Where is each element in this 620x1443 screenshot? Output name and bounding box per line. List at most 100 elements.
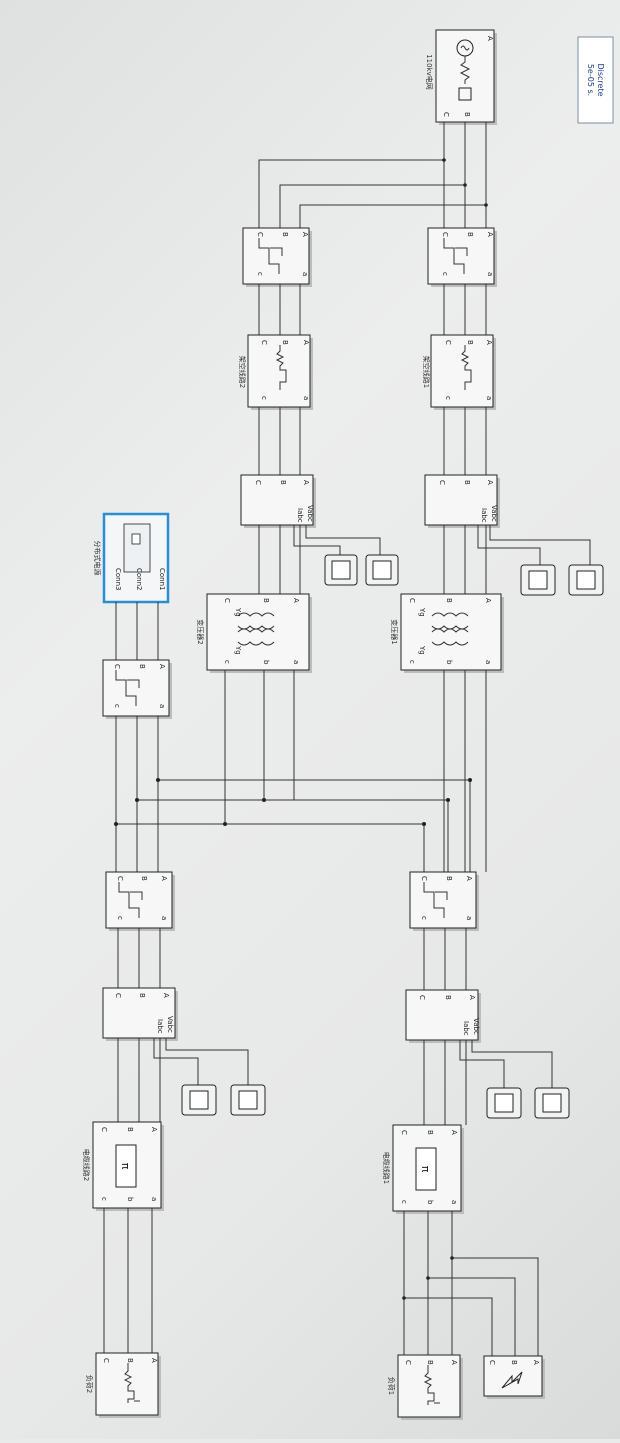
- breaker-feeder-1[interactable]: A B C a c: [427, 227, 497, 287]
- svg-text:A: A: [486, 36, 494, 41]
- three-phase-fault[interactable]: A B C: [483, 1355, 545, 1399]
- powergui-block[interactable]: Discrete 5e-05 s.: [577, 36, 614, 124]
- vi-measure-2[interactable]: A B C Vabc Iabc: [240, 474, 316, 528]
- breaker-dg[interactable]: A B C a c: [102, 659, 172, 719]
- transformer-2[interactable]: A B C a b c Yg Yg 变压器2: [196, 593, 312, 673]
- scope-2a[interactable]: [365, 554, 399, 586]
- svg-text:A: A: [465, 876, 473, 881]
- iabc-label-3: Iabc: [462, 1021, 470, 1036]
- cable-line-2[interactable]: π A B C a b c 电缆线路2: [82, 1121, 164, 1211]
- svg-text:A: A: [150, 1127, 158, 1132]
- overhead-line-2[interactable]: A B C a c 架空线路2: [238, 334, 313, 410]
- breaker-feeder-2[interactable]: A B C a c: [242, 227, 312, 287]
- vi-measure-4[interactable]: A B C Vabc Iabc: [102, 987, 178, 1041]
- dg-conn1: Conn1: [158, 568, 166, 591]
- svg-text:B: B: [426, 1360, 434, 1365]
- svg-text:A: A: [162, 993, 170, 998]
- svg-text:B: B: [126, 1358, 134, 1363]
- svg-text:A: A: [158, 664, 166, 669]
- cable-line-1-label: 电缆线路1: [382, 1152, 391, 1184]
- scope-4a[interactable]: [230, 1084, 266, 1116]
- cable-1-pi: π: [419, 1166, 432, 1173]
- breaker-load-2[interactable]: A B C a c: [105, 871, 175, 931]
- transformer-2-w1: Yg: [234, 607, 242, 617]
- source-label: 110kv电网: [425, 54, 434, 90]
- svg-text:A: A: [486, 232, 494, 237]
- vi-measure-3[interactable]: A B C Vabc Iabc: [405, 989, 481, 1043]
- scope-3a[interactable]: [534, 1087, 570, 1119]
- breaker-load-1[interactable]: A B C a c: [409, 871, 479, 931]
- dg-label: 分布式电源: [93, 541, 102, 576]
- overhead-line-2-label: 架空线路2: [238, 356, 247, 388]
- three-phase-source[interactable]: A B C 110kv电网: [425, 29, 497, 125]
- cable-line-1[interactable]: π A B C a b c 电缆线路1: [382, 1124, 464, 1214]
- iabc-label-4: Iabc: [156, 1019, 164, 1034]
- svg-text:C: C: [441, 232, 449, 237]
- svg-text:B: B: [466, 232, 474, 237]
- svg-text:a: a: [292, 660, 300, 664]
- svg-text:A: A: [292, 598, 300, 603]
- scope-1b[interactable]: [520, 564, 556, 596]
- svg-text:c: c: [100, 1197, 108, 1201]
- svg-text:A: A: [468, 995, 476, 1000]
- svg-text:C: C: [114, 993, 122, 998]
- powergui-sample-time: 5e-05 s.: [586, 64, 595, 96]
- svg-text:c: c: [113, 704, 121, 708]
- svg-text:a: a: [465, 916, 473, 920]
- svg-text:B: B: [466, 340, 474, 345]
- load-2[interactable]: A B C 负荷2: [85, 1352, 161, 1418]
- svg-text:A: A: [150, 1358, 158, 1363]
- svg-text:A: A: [484, 598, 492, 603]
- iabc-label-2: Iabc: [296, 508, 304, 523]
- scope-3b[interactable]: [486, 1087, 522, 1119]
- svg-text:c: c: [441, 272, 449, 276]
- svg-text:C: C: [442, 112, 450, 117]
- svg-text:B: B: [140, 876, 148, 881]
- svg-text:b: b: [445, 660, 453, 665]
- svg-text:A: A: [302, 340, 310, 345]
- svg-text:C: C: [400, 1130, 408, 1135]
- svg-text:a: a: [158, 704, 166, 708]
- svg-text:B: B: [463, 112, 471, 117]
- overhead-line-1-label: 架空线路1: [422, 356, 431, 388]
- vabc-label-1: Vabc: [490, 505, 498, 522]
- svg-text:a: a: [450, 1200, 458, 1204]
- iabc-label-1: Iabc: [480, 508, 488, 523]
- transformer-2-w2: Yg: [234, 645, 242, 655]
- svg-text:a: a: [302, 396, 310, 400]
- load-1-label: 负荷1: [387, 1377, 396, 1395]
- svg-text:A: A: [301, 232, 309, 237]
- svg-text:A: A: [302, 480, 310, 485]
- vi-measure-1[interactable]: A B C Vabc Iabc: [424, 474, 500, 528]
- svg-text:C: C: [408, 598, 416, 603]
- svg-text:C: C: [438, 480, 446, 485]
- distributed-generation-block[interactable]: Conn1 Conn2 Conn3 分布式电源: [93, 512, 170, 604]
- svg-text:C: C: [488, 1360, 496, 1365]
- svg-text:B: B: [279, 480, 287, 485]
- load-1[interactable]: A B C 负荷1: [387, 1354, 463, 1420]
- svg-text:a: a: [485, 396, 493, 400]
- scope-1a[interactable]: [568, 564, 604, 596]
- svg-text:B: B: [281, 232, 289, 237]
- svg-text:C: C: [444, 340, 452, 345]
- svg-text:a: a: [160, 916, 168, 920]
- overhead-line-1[interactable]: A B C a c 架空线路1: [422, 334, 496, 410]
- svg-text:C: C: [404, 1360, 412, 1365]
- svg-text:A: A: [160, 876, 168, 881]
- svg-text:B: B: [262, 598, 270, 603]
- transformer-1[interactable]: A B C a b c Yg Yg 变压器1: [390, 593, 504, 673]
- svg-text:b: b: [426, 1200, 434, 1205]
- svg-text:B: B: [445, 876, 453, 881]
- transformer-1-label: 变压器1: [390, 619, 399, 644]
- svg-text:A: A: [486, 480, 494, 485]
- svg-text:A: A: [532, 1360, 540, 1365]
- svg-text:C: C: [254, 480, 262, 485]
- scope-4b[interactable]: [181, 1084, 217, 1116]
- cable-2-pi: π: [119, 1163, 132, 1170]
- svg-text:C: C: [116, 876, 124, 881]
- transformer-1-w1: Yg: [418, 607, 426, 617]
- svg-text:B: B: [138, 664, 146, 669]
- scope-2b[interactable]: [324, 554, 358, 586]
